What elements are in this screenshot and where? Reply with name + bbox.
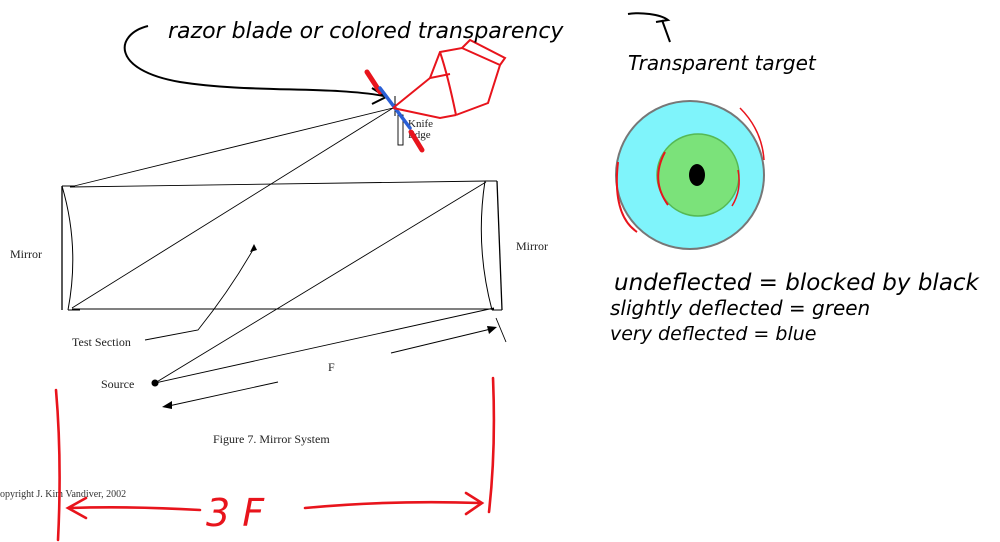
- focal-arrow-left: [163, 381, 279, 408]
- ray-source-to-mirror-top: [154, 181, 487, 384]
- three-f-left-bar: [54, 388, 61, 542]
- label-mirror-left: Mirror: [10, 247, 42, 261]
- legend-undeflected: undeflected = blocked by black: [614, 270, 981, 296]
- three-f-dimension: [54, 376, 496, 542]
- label-test-section: Test Section: [72, 335, 131, 349]
- three-f-left-arrow: [65, 496, 202, 520]
- razor-blade-top: [364, 69, 383, 95]
- razor-pointer-arrow: [123, 25, 385, 97]
- figure-caption: Figure 7. Mirror System: [213, 432, 330, 446]
- target-title: Transparent target: [628, 51, 817, 75]
- three-f-right-arrow: [303, 491, 485, 516]
- right-mirror: [480, 180, 503, 311]
- ray-left-top-to-knife: [69, 107, 394, 188]
- ray-left-bottom-to-knife: [71, 107, 394, 309]
- razor-blade-bottom: [408, 129, 425, 153]
- ray-source-to-mirror-bottom: [154, 307, 495, 384]
- black-stop: [689, 164, 705, 186]
- transparent-target: [615, 100, 765, 250]
- three-f-right-bar: [487, 376, 496, 514]
- label-source: Source: [101, 377, 134, 391]
- source-point: [151, 379, 159, 387]
- schlieren-figure: [61, 96, 507, 409]
- focal-arrowhead-left: [162, 401, 172, 409]
- beam-top: [69, 180, 488, 188]
- test-section-leader: [144, 247, 255, 341]
- focal-arrowhead-right: [487, 326, 497, 334]
- label-focal-length: F: [328, 360, 335, 374]
- label-mirror-right: Mirror: [516, 239, 548, 253]
- left-mirror: [61, 185, 80, 311]
- camera-sketch: [392, 38, 507, 120]
- label-knife: Knife: [408, 118, 433, 130]
- focal-tick-right: [495, 317, 507, 343]
- razor-annotation: [123, 12, 671, 153]
- copyright-text: opyright J. Kim Vandiver, 2002: [0, 489, 126, 500]
- legend-very: very deflected = blue: [610, 323, 816, 345]
- test-section-arrowhead: [250, 244, 257, 252]
- three-f-label: 3 F: [206, 491, 265, 535]
- razor-note: razor blade or colored transparency: [168, 19, 564, 44]
- deflection-legend: undeflected = blocked by black slightly …: [610, 270, 981, 345]
- legend-slightly: slightly deflected = green: [610, 296, 870, 320]
- focal-arrow-right: [390, 327, 496, 354]
